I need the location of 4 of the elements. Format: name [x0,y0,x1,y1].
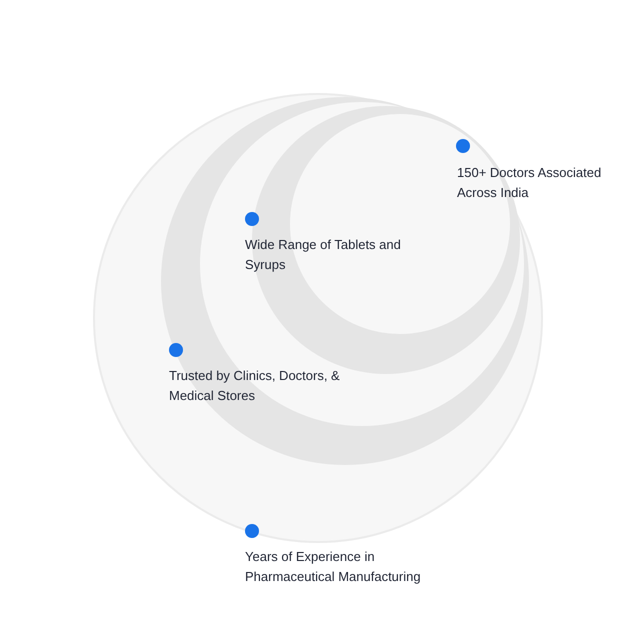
feature-text: Wide Range of Tablets and Syrups [245,236,402,274]
feature-text: Years of Experience in Pharmaceutical Manufacturing [245,548,422,586]
feature-text: 150+ Doctors Associated Across India [457,164,602,202]
feature-text: Trusted by Clinics, Doctors, & Medical Stores [169,367,341,405]
